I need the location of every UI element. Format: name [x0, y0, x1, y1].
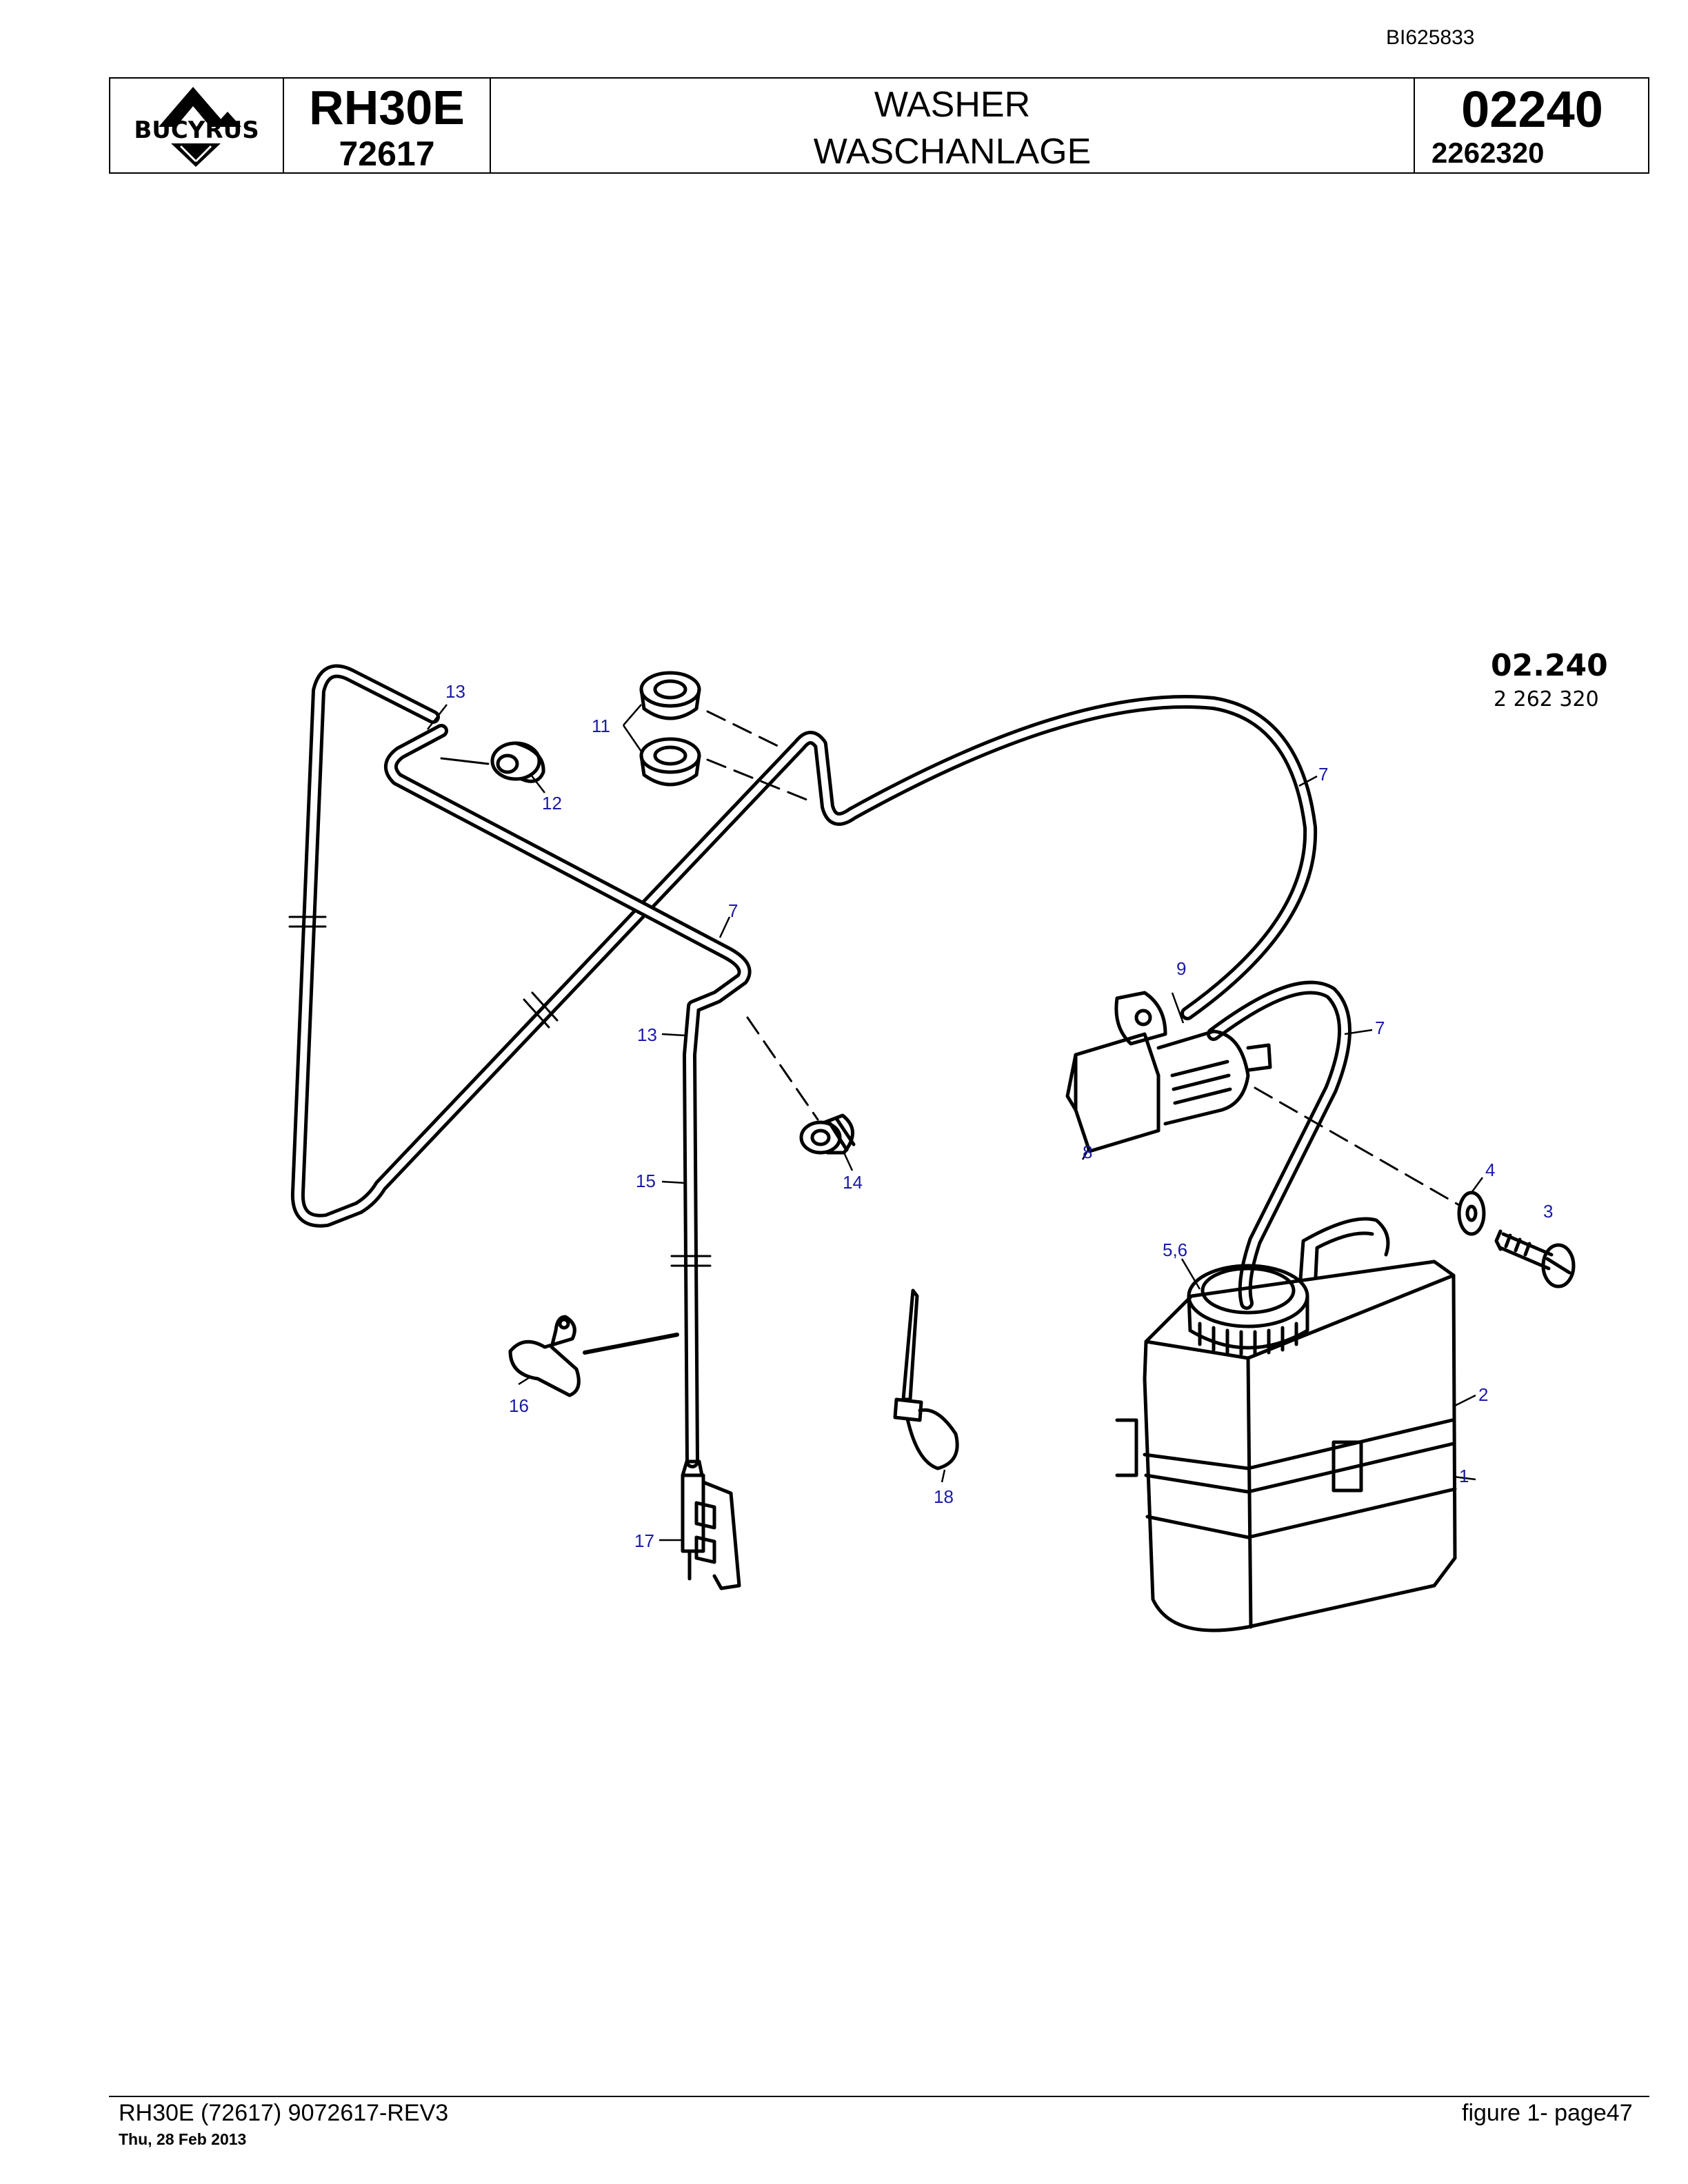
callout-8: 8	[1083, 1142, 1092, 1162]
hose-pump-to-tank	[1207, 980, 1352, 1310]
document-id: BI625833	[1386, 26, 1475, 49]
footer-divider	[109, 2096, 1649, 2097]
callout-16: 16	[509, 1395, 529, 1416]
callout-leaders	[427, 704, 1484, 1541]
figure-reference-number: 2 262 320	[1494, 687, 1599, 711]
callout-11: 11	[592, 716, 610, 736]
title-german: WASCHANLAGE	[813, 132, 1092, 172]
hose-loop-left	[290, 664, 1318, 1228]
hose-break-marks	[288, 916, 712, 1267]
title-cell: WASHER WASCHANLAGE	[491, 79, 1415, 172]
callout-labels: 1 2 3 4 5,6 7 7 7 8 9 11 12 13 13 14 15 …	[445, 681, 1553, 1551]
callout-7c: 7	[1375, 1018, 1385, 1038]
callout-7b: 7	[728, 900, 738, 921]
callout-17: 17	[634, 1530, 654, 1551]
callout-18: 18	[934, 1486, 954, 1507]
callout-4: 4	[1485, 1160, 1495, 1180]
model-name: RH30E	[309, 81, 465, 134]
callout-7a: 7	[1318, 764, 1328, 785]
callout-14: 14	[843, 1172, 863, 1193]
grommets-11	[639, 671, 701, 787]
bucyrus-logo: BUCYRUS	[134, 87, 259, 167]
part-number: 2262320	[1431, 136, 1545, 169]
callout-9: 9	[1176, 958, 1186, 979]
group-code: 02240	[1461, 81, 1603, 138]
washer-tank	[1115, 1217, 1457, 1632]
callout-2: 2	[1478, 1384, 1488, 1405]
hose-clip-16	[508, 1315, 581, 1397]
callout-13b: 13	[637, 1024, 657, 1045]
logo-text: BUCYRUS	[134, 117, 259, 144]
callout-5-6: 5,6	[1163, 1240, 1187, 1260]
code-cell: 02240 2262320	[1415, 79, 1649, 172]
logo-cell: BUCYRUS	[110, 79, 284, 172]
figure-reference-code: 02.240	[1491, 648, 1608, 683]
footer-document-ref: RH30E (72617) 9072617-REV3	[119, 2100, 449, 2126]
callout-15: 15	[636, 1171, 656, 1191]
callout-12: 12	[542, 793, 562, 813]
title-english: WASHER	[874, 85, 1031, 125]
model-cell: RH30E 72617	[284, 79, 491, 173]
callout-13a: 13	[445, 681, 465, 702]
grommet-14	[799, 1113, 856, 1155]
washer-nozzle-17	[681, 1459, 741, 1590]
cable-tie-18	[893, 1288, 959, 1470]
callout-1: 1	[1459, 1466, 1469, 1486]
washer-pump	[1065, 991, 1272, 1153]
title-block: BUCYRUS RH30E 72617 WASHER WASCHANLAGE 0…	[109, 77, 1649, 174]
model-serial: 72617	[339, 134, 435, 173]
washer-and-screw	[1457, 1191, 1576, 1288]
callout-3: 3	[1543, 1201, 1553, 1222]
footer-date: Thu, 28 Feb 2013	[119, 2130, 247, 2148]
hose-cross	[384, 724, 752, 1468]
assembly-leaders	[706, 710, 1460, 1206]
footer-page-ref: figure 1- page47	[1462, 2100, 1633, 2126]
grommet-12	[490, 741, 545, 783]
